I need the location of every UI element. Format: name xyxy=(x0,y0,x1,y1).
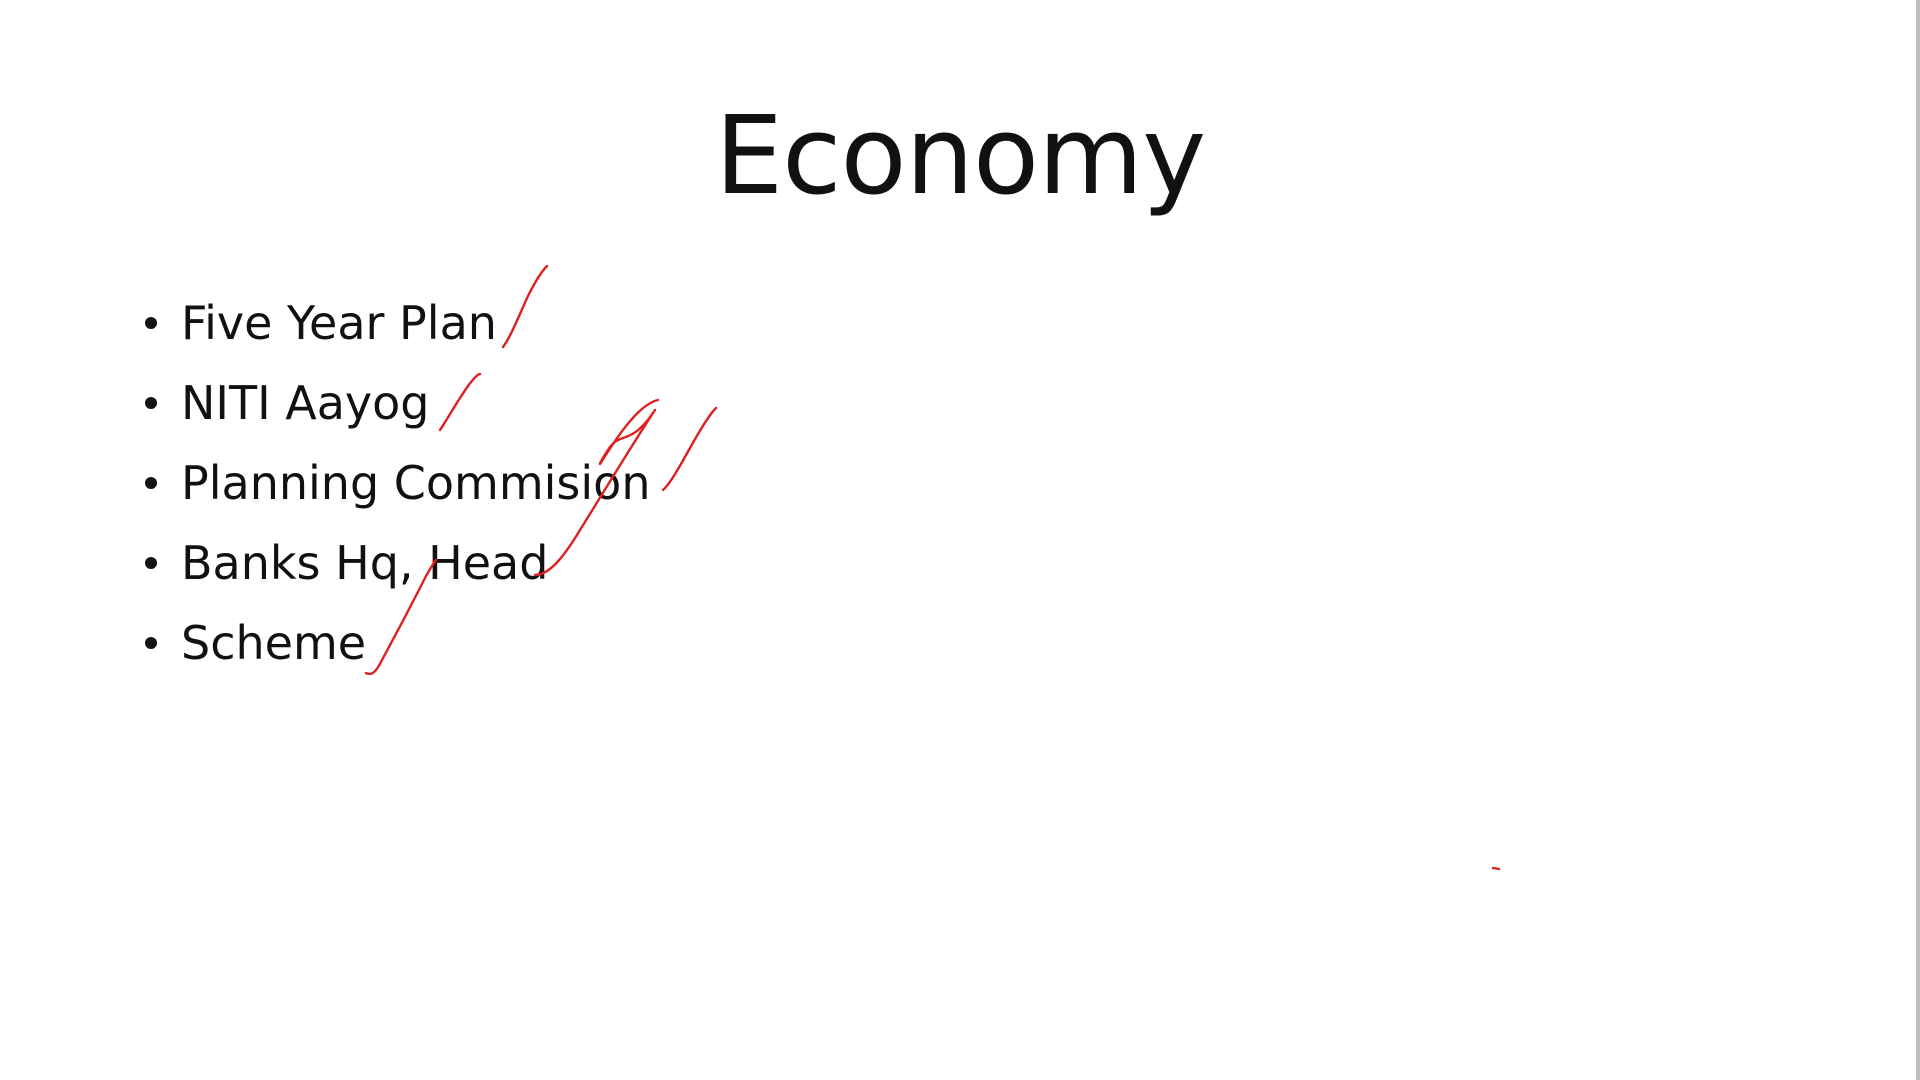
bullet-item: Five Year Plan xyxy=(145,283,650,363)
bullet-text: NITI Aayog xyxy=(181,376,430,430)
ink-dot-icon xyxy=(1491,866,1501,871)
bullet-text: Planning Commision xyxy=(181,456,651,510)
bullet-list: Five Year Plan NITI Aayog Planning Commi… xyxy=(145,283,650,683)
bullet-text: Scheme xyxy=(181,616,367,670)
bullet-item: Scheme xyxy=(145,603,650,683)
window-edge-divider xyxy=(1916,0,1920,1080)
tick-mark-icon xyxy=(661,406,718,492)
bullet-text: Banks Hq, Head xyxy=(181,536,549,590)
bullet-item: Planning Commision xyxy=(145,443,650,523)
bullet-dot-icon xyxy=(145,557,157,569)
bullet-item: NITI Aayog xyxy=(145,363,650,443)
bullet-dot-icon xyxy=(145,637,157,649)
bullet-dot-icon xyxy=(145,397,157,409)
slide-title: Economy xyxy=(714,94,1206,219)
bullet-text: Five Year Plan xyxy=(181,296,497,350)
bullet-item: Banks Hq, Head xyxy=(145,523,650,603)
bullet-dot-icon xyxy=(145,477,157,489)
bullet-dot-icon xyxy=(145,317,157,329)
